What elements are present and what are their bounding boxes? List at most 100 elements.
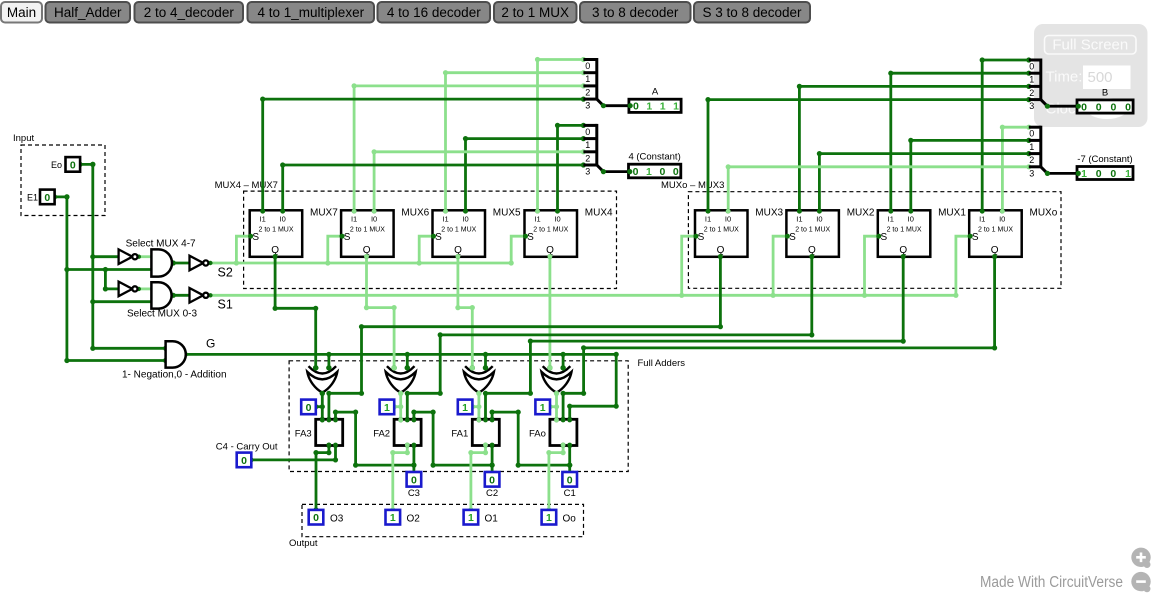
svg-text:2: 2 xyxy=(585,87,590,97)
svg-text:FAo: FAo xyxy=(529,429,546,440)
svg-text:Clock: Clock xyxy=(1046,101,1084,118)
svg-text:2: 2 xyxy=(1029,88,1034,98)
svg-text:I0: I0 xyxy=(371,215,377,224)
svg-text:1: 1 xyxy=(673,101,679,113)
svg-text:Main: Main xyxy=(7,5,36,20)
svg-text:Q: Q xyxy=(454,245,462,256)
svg-text:2 to 1 MUX: 2 to 1 MUX xyxy=(887,227,922,234)
svg-text:2 to 1 MUX: 2 to 1 MUX xyxy=(978,227,1013,234)
svg-text:0: 0 xyxy=(241,455,247,467)
svg-text:Q: Q xyxy=(546,245,554,256)
svg-text:1: 1 xyxy=(646,101,652,113)
svg-text:Output: Output xyxy=(289,538,318,549)
svg-text:2 to 1 MUX: 2 to 1 MUX xyxy=(704,227,739,234)
svg-text:3: 3 xyxy=(1029,168,1034,178)
svg-text:2 to 1 MUX: 2 to 1 MUX xyxy=(795,227,830,234)
svg-text:I0: I0 xyxy=(908,215,914,224)
svg-text:S: S xyxy=(435,232,442,243)
svg-text:Eo: Eo xyxy=(51,160,62,170)
svg-text:0: 0 xyxy=(585,61,590,71)
svg-text:0: 0 xyxy=(1125,101,1131,113)
svg-text:Q: Q xyxy=(991,245,999,256)
svg-text:MUXo – MUX3: MUXo – MUX3 xyxy=(661,180,724,191)
svg-text:0: 0 xyxy=(411,474,417,486)
svg-text:C4 - Carry Out: C4 - Carry Out xyxy=(216,442,278,453)
svg-text:1: 1 xyxy=(1029,142,1034,152)
svg-text:3: 3 xyxy=(1029,101,1034,111)
svg-text:Oo: Oo xyxy=(563,514,577,525)
svg-text:I1: I1 xyxy=(442,215,448,224)
svg-text:1: 1 xyxy=(585,140,590,150)
svg-text:MUXo: MUXo xyxy=(1030,208,1058,219)
svg-text:I1: I1 xyxy=(979,215,985,224)
svg-text:Time:: Time: xyxy=(1046,69,1083,86)
svg-text:1: 1 xyxy=(646,166,652,178)
svg-text:0: 0 xyxy=(489,474,495,486)
svg-text:S2: S2 xyxy=(218,266,233,280)
svg-text:500: 500 xyxy=(1088,69,1113,86)
svg-text:0: 0 xyxy=(673,166,679,178)
svg-text:1: 1 xyxy=(585,74,590,84)
svg-text:Select MUX 4-7: Select MUX 4-7 xyxy=(126,239,196,250)
svg-text:0: 0 xyxy=(659,166,665,178)
svg-text:0: 0 xyxy=(1029,129,1034,139)
svg-text:1: 1 xyxy=(468,512,474,524)
svg-text:2 to 1 MUX: 2 to 1 MUX xyxy=(533,227,568,234)
svg-text:I0: I0 xyxy=(816,215,822,224)
svg-text:2 to 1 MUX: 2 to 1 MUX xyxy=(350,227,385,234)
svg-text:3: 3 xyxy=(585,101,590,111)
svg-text:C3: C3 xyxy=(408,488,420,499)
svg-text:Full Screen: Full Screen xyxy=(1052,37,1128,54)
svg-text:4 to 1_multiplexer: 4 to 1_multiplexer xyxy=(258,5,365,20)
svg-text:3: 3 xyxy=(585,167,590,177)
svg-text:2 to 1 MUX: 2 to 1 MUX xyxy=(441,227,476,234)
svg-text:S: S xyxy=(972,232,979,243)
svg-text:MUX1: MUX1 xyxy=(938,208,966,219)
svg-text:MUX6: MUX6 xyxy=(401,208,429,219)
svg-text:O2: O2 xyxy=(407,514,421,525)
svg-text:Full Adders: Full Adders xyxy=(638,358,686,369)
svg-text:0: 0 xyxy=(1081,101,1087,113)
svg-text:Q: Q xyxy=(271,245,279,256)
svg-text:Q: Q xyxy=(363,245,371,256)
svg-text:Input: Input xyxy=(13,133,34,144)
svg-text:A: A xyxy=(652,87,659,98)
svg-text:2: 2 xyxy=(1029,155,1034,165)
svg-text:4 to 16 decoder: 4 to 16 decoder xyxy=(387,5,481,20)
svg-text:0: 0 xyxy=(1029,62,1034,72)
svg-text:Half_Adder: Half_Adder xyxy=(54,5,122,20)
svg-text:FA1: FA1 xyxy=(451,429,468,440)
svg-text:1: 1 xyxy=(384,402,390,414)
svg-text:1: 1 xyxy=(390,512,396,524)
svg-text:S: S xyxy=(880,232,887,243)
svg-text:S: S xyxy=(698,232,705,243)
svg-text:FA3: FA3 xyxy=(295,429,312,440)
svg-text:0: 0 xyxy=(633,166,639,178)
svg-text:MUX3: MUX3 xyxy=(755,208,783,219)
svg-text:0: 0 xyxy=(1096,101,1102,113)
svg-text:Q: Q xyxy=(899,245,907,256)
svg-text:O3: O3 xyxy=(330,514,344,525)
svg-text:I0: I0 xyxy=(554,215,560,224)
svg-text:2 to 1 MUX: 2 to 1 MUX xyxy=(501,5,569,20)
svg-text:C2: C2 xyxy=(486,488,498,499)
svg-text:3 to 8 decoder: 3 to 8 decoder xyxy=(592,5,679,20)
svg-text:2: 2 xyxy=(585,153,590,163)
svg-text:1: 1 xyxy=(546,512,552,524)
svg-text:0: 0 xyxy=(313,512,319,524)
svg-text:0: 0 xyxy=(1110,168,1116,180)
svg-text:0: 0 xyxy=(633,101,639,113)
svg-text:1: 1 xyxy=(540,402,546,414)
svg-text:1: 1 xyxy=(1081,168,1087,180)
svg-text:I1: I1 xyxy=(534,215,540,224)
svg-text:O1: O1 xyxy=(485,514,499,525)
svg-text:I0: I0 xyxy=(280,215,286,224)
svg-text:0: 0 xyxy=(585,127,590,137)
svg-text:S: S xyxy=(789,232,796,243)
svg-text:G: G xyxy=(206,337,215,351)
svg-text:MUX5: MUX5 xyxy=(493,208,521,219)
svg-text:1- Negation,0 - Addition: 1- Negation,0 - Addition xyxy=(122,370,227,381)
svg-text:FA2: FA2 xyxy=(373,429,390,440)
svg-text:4 (Constant): 4 (Constant) xyxy=(628,152,680,163)
svg-text:MUX2: MUX2 xyxy=(847,208,875,219)
